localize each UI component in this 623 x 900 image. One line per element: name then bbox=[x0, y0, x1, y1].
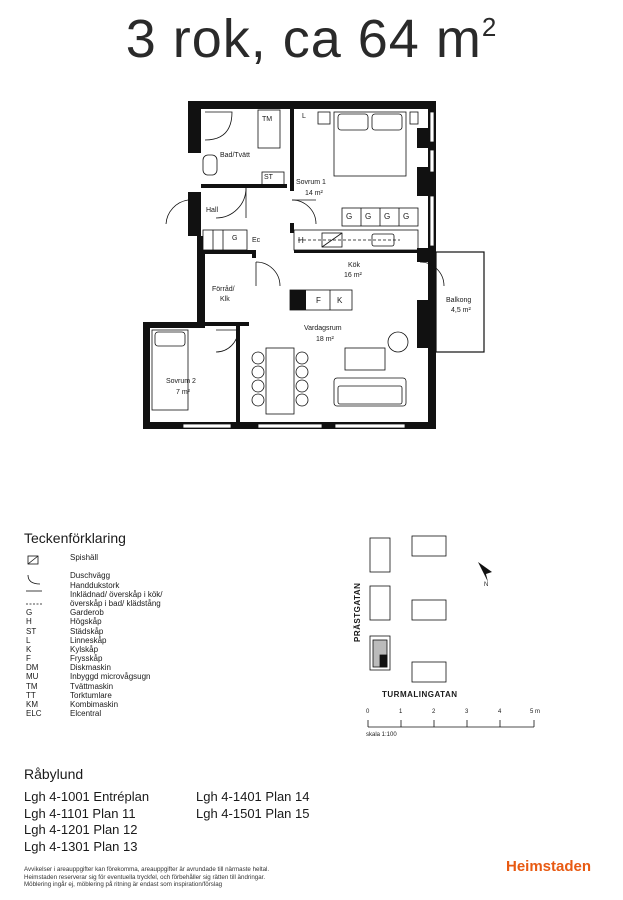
legend-title: Teckenförklaring bbox=[24, 530, 126, 546]
label-ec: Ec bbox=[252, 237, 261, 244]
doors bbox=[165, 187, 445, 353]
scale-tick-1: 1 bbox=[399, 709, 403, 715]
legend: Spishäll Duschvägg Handdukstork Inklädna… bbox=[26, 553, 163, 719]
page-title: 3 rok, ca 64 m2 bbox=[125, 9, 498, 69]
label-g4: G bbox=[403, 212, 410, 221]
label-l: L bbox=[302, 113, 306, 120]
bathroom-fixtures bbox=[202, 109, 285, 187]
room-label-forrad: Förråd/ bbox=[212, 286, 235, 293]
dining-table bbox=[251, 347, 309, 415]
north-arrow-icon bbox=[478, 562, 492, 582]
room-label-balkong: Balkong bbox=[446, 297, 472, 304]
room-label-forrad-2: Klk bbox=[220, 296, 230, 303]
scale-tick-0: 0 bbox=[366, 709, 370, 715]
label-g1: G bbox=[346, 212, 353, 221]
label-k: K bbox=[337, 296, 343, 305]
room-area-balkong: 4,5 m² bbox=[451, 307, 471, 314]
label-g3: G bbox=[384, 212, 391, 221]
apartment-list-1: Lgh 4-1001 Entréplan Lgh 4-1101 Plan 11 … bbox=[24, 789, 150, 854]
scale-tick-5: 5 m bbox=[530, 709, 541, 715]
label-g2: G bbox=[365, 212, 372, 221]
room-label-hall: Hall bbox=[206, 207, 219, 214]
scale-tick-3: 3 bbox=[465, 709, 469, 715]
scale-bar bbox=[367, 720, 535, 728]
room-area-sovrum2: 7 m² bbox=[176, 389, 190, 396]
bed-2 bbox=[151, 329, 189, 411]
site-plan bbox=[369, 535, 447, 683]
label-f: F bbox=[316, 296, 321, 305]
label-g-hall: G bbox=[232, 235, 238, 242]
sofa bbox=[333, 331, 409, 407]
label-st: ST bbox=[264, 174, 273, 181]
room-label-sovrum2: Sovrum 2 bbox=[166, 378, 196, 385]
balcony bbox=[435, 251, 485, 353]
room-area-sovrum1: 14 m² bbox=[305, 190, 323, 197]
north-label: N bbox=[484, 582, 489, 588]
room-area-kok: 16 m² bbox=[344, 272, 362, 279]
building-name: Råbylund bbox=[24, 766, 84, 782]
label-tm: TM bbox=[262, 116, 273, 123]
room-area-vardagsrum: 18 m² bbox=[316, 336, 334, 343]
room-label-vardagsrum: Vardagsrum bbox=[304, 325, 342, 332]
label-h: H bbox=[298, 236, 304, 245]
scale-tick-4: 4 bbox=[498, 709, 502, 715]
street-prastgatan: PRÄSTGATAN bbox=[353, 582, 362, 642]
room-label-bad: Bad/Tvätt bbox=[220, 152, 250, 159]
room-label-sovrum1: Sovrum 1 bbox=[296, 179, 326, 186]
scale-text: skala 1:100 bbox=[366, 732, 397, 738]
scale-tick-2: 2 bbox=[432, 709, 436, 715]
kitchen-counter bbox=[293, 229, 419, 251]
brand-logo: Heimstaden bbox=[506, 858, 592, 875]
wardrobes bbox=[341, 207, 419, 227]
room-label-kok: Kök bbox=[348, 262, 361, 269]
interior-walls bbox=[201, 101, 418, 422]
street-turmalingatan: TURMALINGATAN bbox=[382, 690, 458, 699]
apartment-list-2: Lgh 4-1401 Plan 14 Lgh 4-1501 Plan 15 bbox=[196, 789, 310, 821]
disclaimer: Avvikelser i areauppgifter kan förekomma… bbox=[24, 866, 270, 888]
legend-symbols bbox=[26, 555, 42, 605]
bed-1 bbox=[317, 111, 419, 177]
